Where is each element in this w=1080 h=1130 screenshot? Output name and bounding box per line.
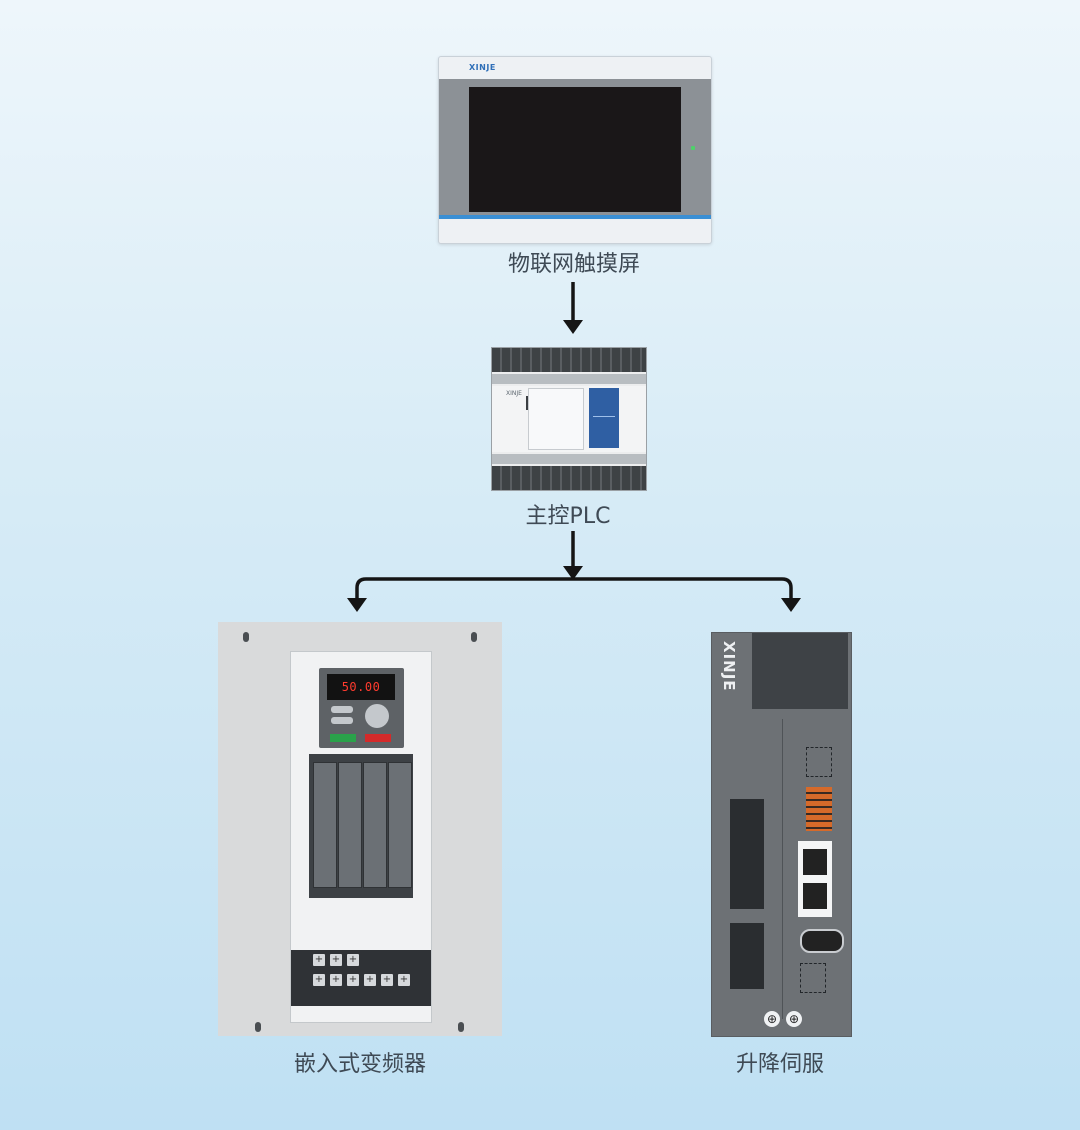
plc-bottom-terminal-block	[492, 466, 646, 490]
mount-hole	[243, 632, 249, 642]
terminal-screw: +	[364, 974, 376, 986]
screw-icon: ⊕	[764, 1011, 780, 1027]
plc-bottom-strip	[492, 454, 646, 464]
arrowhead-to-plc	[563, 320, 583, 334]
servo-drive-device: XINJE ⊕ ⊕	[711, 632, 852, 1037]
servo-io-connector	[806, 787, 832, 831]
plc-top-terminal-block	[492, 348, 646, 372]
keypad-button	[331, 717, 353, 724]
rj45-port	[803, 883, 827, 909]
screw-icon: ⊕	[786, 1011, 802, 1027]
plc-top-strip	[492, 374, 646, 384]
plc-label: 主控PLC	[525, 504, 611, 529]
plc-indicator	[526, 396, 528, 410]
terminal-screw: +	[347, 954, 359, 966]
inverter-label: 嵌入式变频器	[293, 1052, 426, 1077]
keypad-run-button	[330, 734, 356, 742]
connector-branch-bus	[355, 577, 793, 600]
hmi-touchscreen-device: XINJE	[438, 56, 712, 244]
terminal-screw: +	[330, 954, 342, 966]
servo-heatsink	[752, 633, 848, 709]
keypad-stop-button	[365, 734, 391, 742]
hmi-accent-bar	[439, 215, 711, 219]
keypad-nav-dial	[365, 704, 389, 728]
inverter-module	[313, 762, 337, 888]
terminal-screw: +	[313, 974, 325, 986]
rj45-port	[803, 849, 827, 875]
plc-device: XINJE	[491, 347, 647, 491]
inverter-device: 50.00 + + + + + + + + +	[290, 651, 432, 1023]
arrowhead-to-inverter	[347, 598, 367, 612]
arrowhead-to-servo	[781, 598, 801, 612]
inverter-terminal-block: + + + + + + + + +	[291, 950, 431, 1006]
servo-panel-divider	[782, 719, 783, 1019]
keypad-button	[331, 706, 353, 713]
inverter-keypad: 50.00	[319, 668, 404, 748]
terminal-screw: +	[330, 974, 342, 986]
plc-cover-panel	[528, 388, 584, 450]
hmi-status-led	[691, 146, 695, 150]
terminal-screw: +	[398, 974, 410, 986]
mount-hole	[458, 1022, 464, 1032]
servo-motor-connector	[730, 923, 764, 989]
hmi-screen	[469, 87, 681, 212]
servo-brand-logo: XINJE	[720, 641, 738, 692]
hmi-label: 物联网触摸屏	[507, 252, 640, 277]
inverter-module-bay	[309, 754, 413, 898]
mount-hole	[471, 632, 477, 642]
inverter-module	[363, 762, 387, 888]
servo-ethernet-ports	[798, 841, 832, 917]
inverter-module	[338, 762, 362, 888]
terminal-screw: +	[347, 974, 359, 986]
inverter-module	[388, 762, 412, 888]
servo-port-outline	[800, 963, 826, 993]
inverter-display: 50.00	[327, 674, 395, 700]
terminal-screw: +	[313, 954, 325, 966]
terminal-screw: +	[381, 974, 393, 986]
servo-encoder-port	[800, 929, 844, 953]
servo-power-connector	[730, 799, 764, 909]
arrowhead-to-bus	[563, 566, 583, 580]
plc-comm-port-cover	[589, 388, 619, 448]
mount-hole	[255, 1022, 261, 1032]
plc-brand-logo: XINJE	[506, 390, 522, 397]
servo-label: 升降伺服	[735, 1052, 824, 1077]
servo-port-outline	[806, 747, 832, 777]
hmi-brand-logo: XINJE	[469, 63, 496, 72]
